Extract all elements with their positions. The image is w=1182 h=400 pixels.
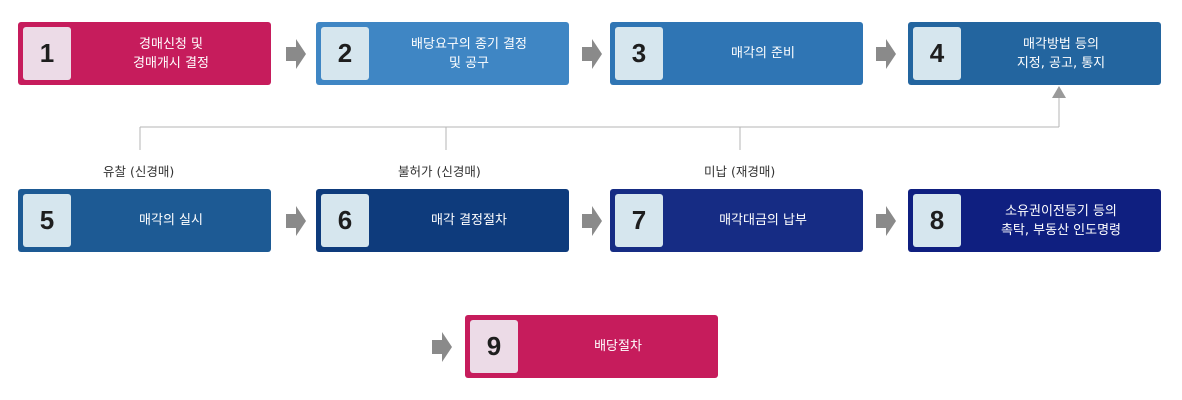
arrow-right-icon xyxy=(582,206,602,236)
step-number: 3 xyxy=(615,27,663,80)
step-number: 2 xyxy=(321,27,369,80)
step-5: 5 매각의 실시 xyxy=(18,189,271,252)
note-fail: 유찰 (신경매) xyxy=(103,164,175,179)
step-7: 7 매각대금의 납부 xyxy=(610,189,863,252)
arrow-right-icon xyxy=(876,39,896,69)
up-arrow-icon xyxy=(1052,86,1066,98)
arrow-right-icon xyxy=(432,332,452,362)
arrow-right-icon xyxy=(286,206,306,236)
step-number: 4 xyxy=(913,27,961,80)
step-2: 2 배당요구의 종기 결정 및 공구 xyxy=(316,22,569,85)
step-label: 매각 결정절차 xyxy=(431,213,507,228)
step-label: 매각의 실시 xyxy=(139,213,203,228)
arrow-right-icon xyxy=(876,206,896,236)
step-number: 7 xyxy=(615,194,663,247)
step-4: 4 매각방법 등의 지정, 공고, 통지 xyxy=(908,22,1161,85)
step-label: 경매신청 및 경매개시 결정 xyxy=(133,36,209,71)
step-label: 매각대금의 납부 xyxy=(719,213,807,228)
step-number: 9 xyxy=(470,320,518,373)
arrow-right-icon xyxy=(286,39,306,69)
arrow-right-icon xyxy=(582,39,602,69)
step-1: 1 경매신청 및 경매개시 결정 xyxy=(18,22,271,85)
step-label: 매각의 준비 xyxy=(731,46,795,61)
step-9: 9 배당절차 xyxy=(465,315,718,378)
step-number: 6 xyxy=(321,194,369,247)
step-number: 1 xyxy=(23,27,71,80)
step-label: 소유권이전등기 등의 촉탁, 부동산 인도명령 xyxy=(1000,203,1122,238)
step-label: 배당절차 xyxy=(594,339,642,354)
step-number: 5 xyxy=(23,194,71,247)
step-number: 8 xyxy=(913,194,961,247)
step-label: 배당요구의 종기 결정 및 공구 xyxy=(411,36,527,71)
step-3: 3 매각의 준비 xyxy=(610,22,863,85)
step-6: 6 매각 결정절차 xyxy=(316,189,569,252)
step-8: 8 소유권이전등기 등의 촉탁, 부동산 인도명령 xyxy=(908,189,1161,252)
note-unpaid: 미납 (재경매) xyxy=(704,164,776,179)
step-label: 매각방법 등의 지정, 공고, 통지 xyxy=(1016,36,1106,71)
note-disallow: 불허가 (신경매) xyxy=(398,164,481,179)
